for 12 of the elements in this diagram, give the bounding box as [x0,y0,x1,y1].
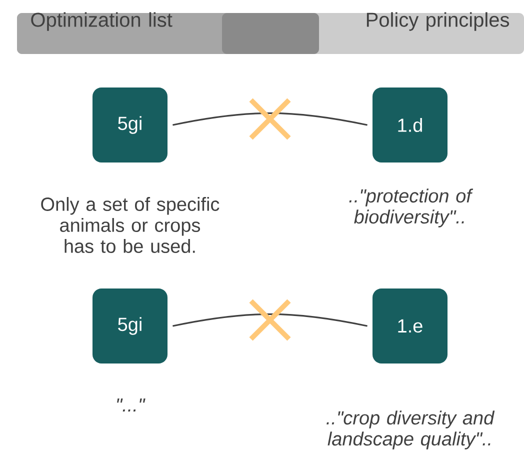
connector-line [172,313,368,327]
caption-text: .."protection of biodiversity".. [349,188,474,228]
bar-label: Optimization list [31,12,172,31]
caption-text: Only a set of specific animals or crops has to be used. [41,197,220,253]
caption-text: .."crop diversity and landscape quality".. [326,410,495,450]
caption-text: "..." [117,398,146,412]
code-box: 1.d [372,88,448,162]
code-box: 1.e [372,288,448,364]
bar-label: Policy principles [366,12,510,31]
code-box: 5gi [92,88,168,162]
connector-line [172,112,368,126]
code-box: 5gi [92,288,168,364]
